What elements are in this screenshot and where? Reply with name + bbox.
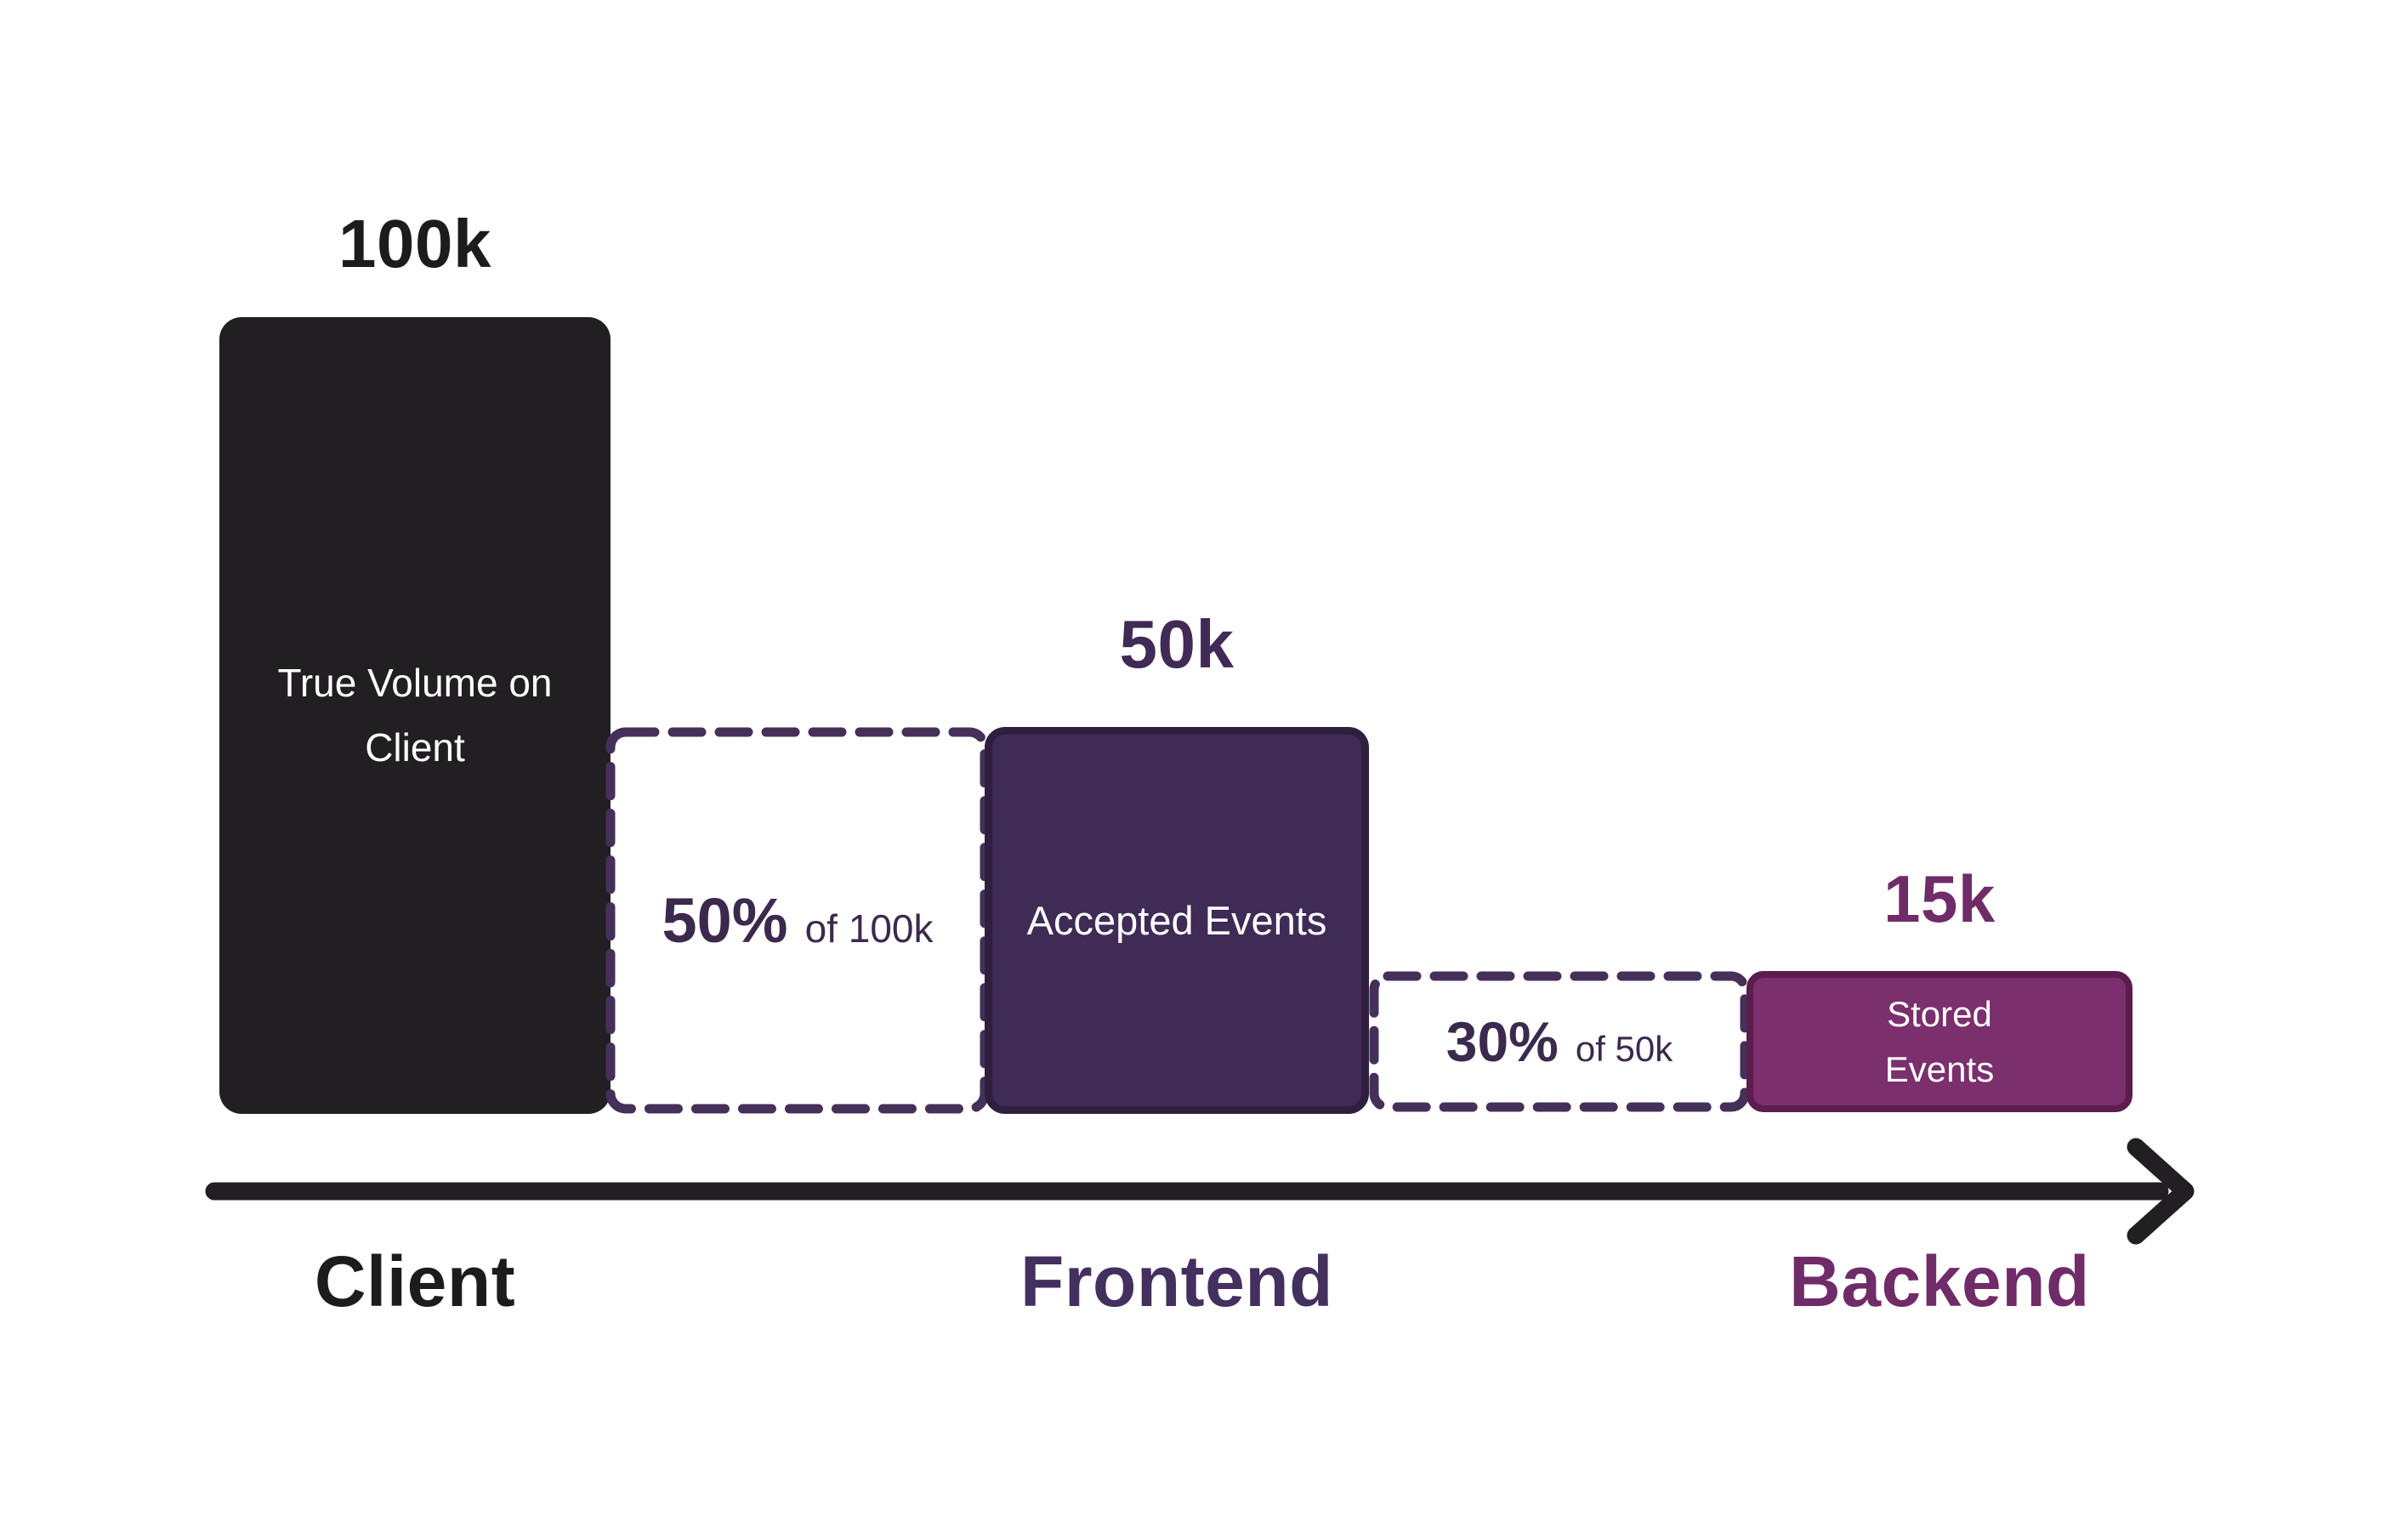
bar-accepted-events: Accepted Events xyxy=(985,727,1369,1114)
bar-true-volume-on-client: True Volume on Client xyxy=(219,317,611,1114)
axis-label-client: Client xyxy=(314,1241,516,1321)
axis-label-frontend: Frontend xyxy=(1020,1241,1333,1321)
bar-stored-events-label-line2: Events xyxy=(1884,1049,1995,1089)
bar-true-volume-label: True Volume on Client xyxy=(277,651,552,781)
drop-label-50-percent: 50% of 100k xyxy=(662,884,933,957)
bar-stored-events: Stored Events xyxy=(1746,971,2133,1112)
drop-label-30-percent: 30% of 50k xyxy=(1446,1009,1673,1074)
bar-true-volume-label-line2: Client xyxy=(365,724,465,770)
dashed-border-icon xyxy=(1369,971,1750,1112)
drop-percent-basis: of 100k xyxy=(804,906,934,951)
value-label-15k: 15k xyxy=(1883,861,1996,936)
drop-percent-value: 50% xyxy=(662,885,788,956)
bar-true-volume-label-line1: True Volume on xyxy=(277,660,553,705)
bar-stored-events-label: Stored Events xyxy=(1885,986,1994,1097)
bar-stored-events-label-line1: Stored xyxy=(1887,993,1992,1034)
value-label-100k: 100k xyxy=(338,206,491,281)
bar-accepted-events-label: Accepted Events xyxy=(1026,898,1327,943)
drop-percent-value: 30% xyxy=(1445,1010,1559,1073)
drop-box-50-percent: 50% of 100k xyxy=(605,727,990,1114)
drop-percent-basis: of 50k xyxy=(1575,1029,1673,1069)
axis-label-backend: Backend xyxy=(1789,1241,2090,1321)
value-label-50k: 50k xyxy=(1119,606,1235,682)
drop-box-30-percent: 30% of 50k xyxy=(1369,971,1750,1112)
